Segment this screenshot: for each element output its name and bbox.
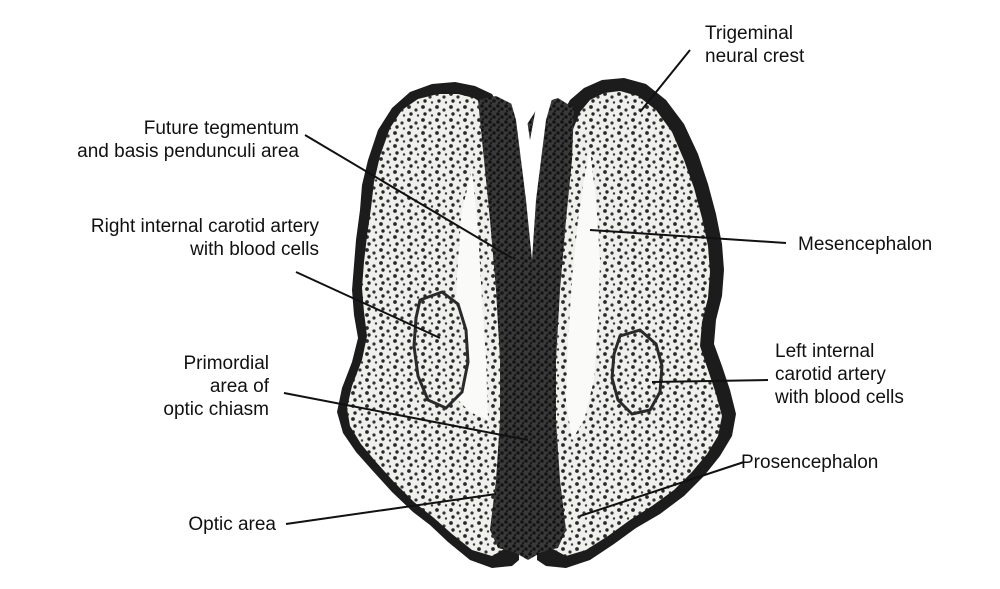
leader-line-optic-area	[285, 493, 497, 525]
label-line: Optic area	[188, 514, 276, 535]
label-line: Mesencephalon	[798, 234, 933, 255]
leader-line-tegmentum	[304, 134, 513, 259]
right-carotid-vessel	[412, 290, 470, 410]
label-line: Trigeminal	[705, 23, 793, 44]
label-line: optic chiasm	[163, 399, 269, 420]
label-line: and basis pendunculi area	[77, 141, 299, 162]
leader-line-trigeminal	[639, 49, 691, 113]
midline-neural-column	[478, 96, 574, 560]
label-line: Future tegmentum	[143, 118, 299, 139]
right-ventricle-space	[566, 150, 600, 440]
top-notch	[508, 86, 554, 260]
label-line: area of	[209, 376, 269, 397]
label-left-internal-carotid-artery: Left internal carotid artery with blood …	[775, 340, 904, 409]
leader-lines	[283, 49, 787, 525]
leader-line-primordial	[283, 392, 529, 441]
left-carotid-vessel	[610, 328, 664, 416]
label-line: with blood cells	[775, 387, 904, 408]
label-trigeminal-neural-crest: Trigeminal neural crest	[705, 22, 804, 68]
leader-line-left-carotid	[651, 379, 769, 383]
label-mesencephalon: Mesencephalon	[798, 233, 932, 256]
label-future-tegmentum: Future tegmentum and basis pendunculi ar…	[77, 117, 299, 163]
label-primordial-optic-chiasm: Primordial area of optic chiasm	[163, 352, 269, 421]
label-prosencephalon: Prosencephalon	[741, 451, 878, 474]
leader-line-right-carotid	[295, 271, 441, 339]
label-right-internal-carotid-artery: Right internal carotid artery with blood…	[91, 215, 319, 261]
label-line: carotid artery	[775, 364, 886, 385]
label-line: Right internal carotid artery	[90, 216, 319, 237]
leader-line-prosencephalon	[579, 461, 745, 517]
leader-line-mesencephalon	[589, 229, 787, 244]
label-line: Primordial	[183, 353, 269, 374]
label-line: Prosencephalon	[741, 452, 879, 473]
label-optic-area: Optic area	[188, 513, 276, 536]
label-line: with blood cells	[190, 239, 319, 260]
label-line: neural crest	[705, 46, 805, 67]
label-line: Left internal	[775, 341, 875, 362]
